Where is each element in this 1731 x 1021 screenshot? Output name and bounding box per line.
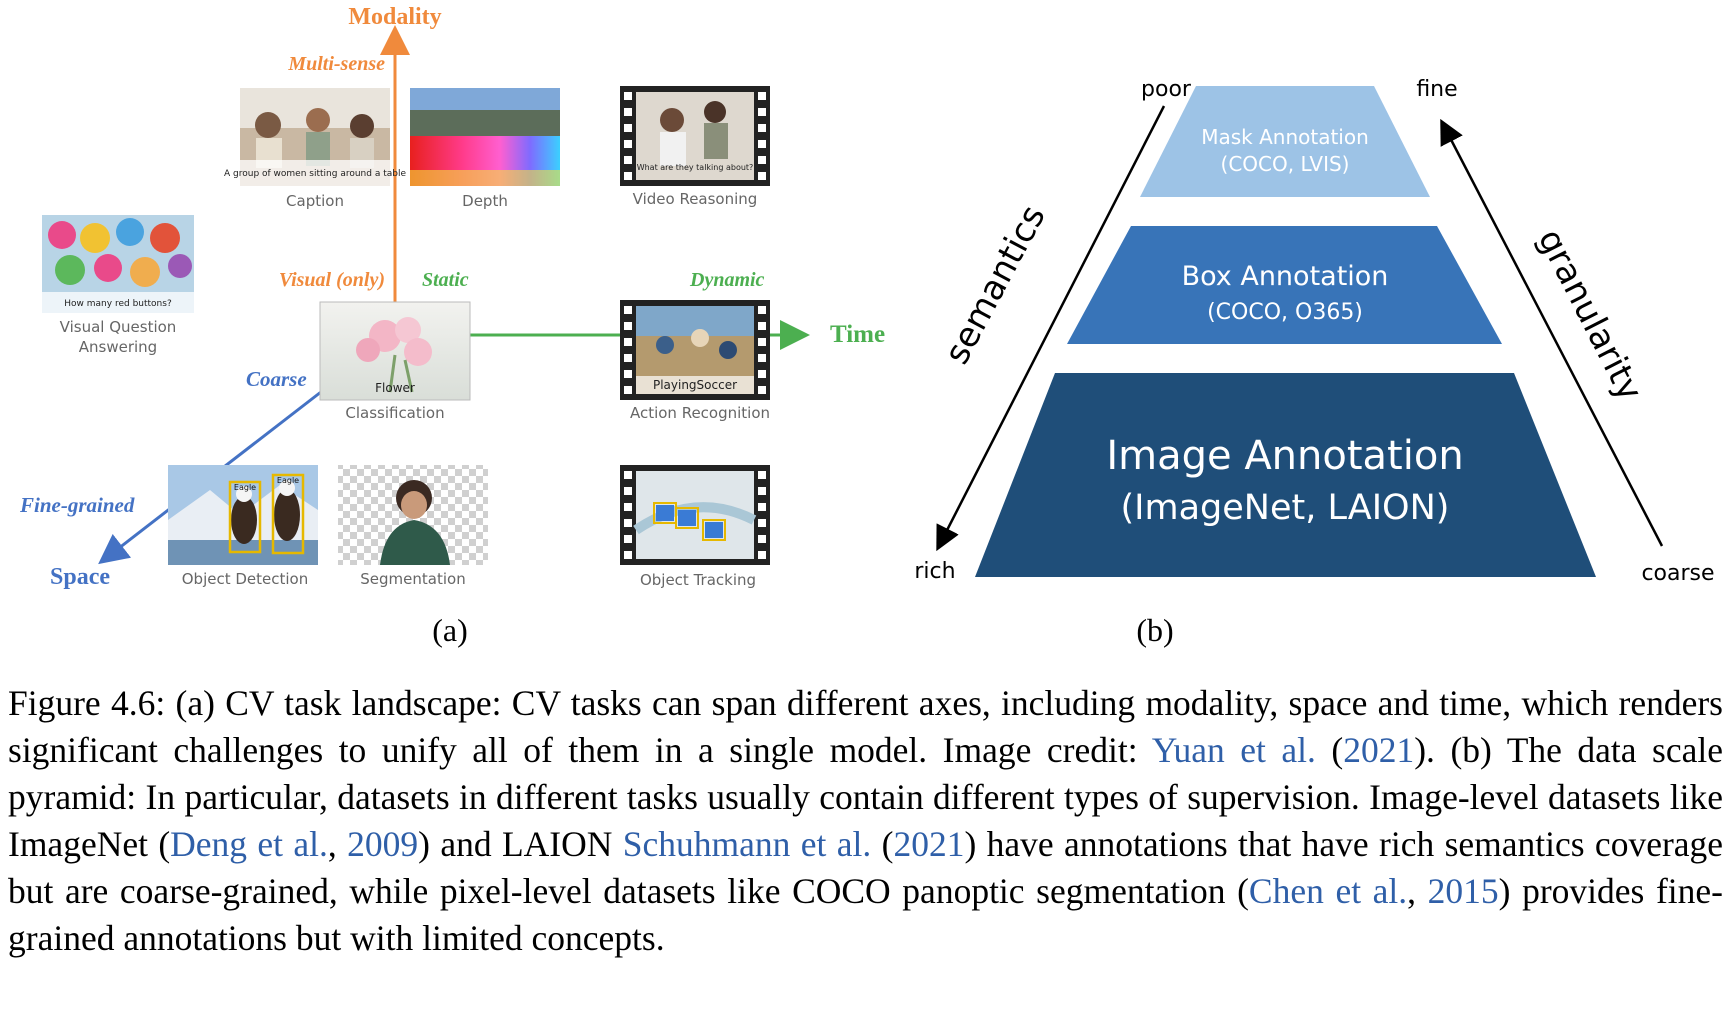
semantics-label: semantics (937, 199, 1054, 371)
caption-text: Figure 4.6: (a) CV task landscape: CV ta… (8, 683, 1723, 770)
caption-thumbnail: A group of women sitting around a table (224, 88, 406, 186)
svg-text:A group of women sitting aroun: A group of women sitting around a table (224, 169, 406, 179)
space-label: Space (50, 564, 110, 590)
image-annotation-datasets: (ImageNet, LAION) (1121, 488, 1450, 528)
granularity-label: granularity (1530, 223, 1650, 407)
citation-year-link[interactable]: 2021 (1343, 730, 1415, 770)
mask-annotation-tier (1140, 86, 1430, 197)
depth-thumbnail (410, 88, 560, 186)
image-annotation-tier (975, 373, 1596, 577)
vqa-task-label-line2: Answering (79, 338, 157, 356)
box-annotation-title: Box Annotation (1182, 261, 1389, 292)
segmentation-thumbnail (338, 465, 488, 565)
semantics-arrow (936, 105, 1166, 552)
image-annotation-title: Image Annotation (1106, 433, 1463, 479)
granularity-arrow (1440, 118, 1664, 547)
citation-year-link[interactable]: 2015 (1427, 871, 1499, 911)
fine-label: fine (1416, 77, 1457, 102)
object-tracking-task-label: Object Tracking (640, 571, 756, 589)
object-detection-task-label: Object Detection (182, 570, 309, 588)
mask-annotation-title: Mask Annotation (1201, 125, 1369, 149)
svg-text:Eagle: Eagle (277, 476, 299, 485)
citation-link[interactable]: Schuhmann et al. (622, 824, 872, 864)
svg-text:Flower: Flower (375, 381, 415, 395)
visual-only-label: Visual (only) (279, 269, 385, 291)
depth-task-label: Depth (462, 192, 508, 210)
citation-year-link[interactable]: 2009 (347, 824, 419, 864)
svg-text:Eagle: Eagle (234, 483, 256, 492)
classification-thumbnail: Flower (319, 301, 471, 401)
citation-link[interactable]: Deng et al. (170, 824, 328, 864)
video-reasoning-task-label: Video Reasoning (633, 190, 758, 208)
box-annotation-datasets: (COCO, O365) (1207, 300, 1363, 325)
video-reasoning-thumbnail: What are they talking about? (620, 86, 770, 186)
svg-text:PlayingSoccer: PlayingSoccer (653, 378, 737, 392)
vqa-thumbnail: How many red buttons? (42, 215, 194, 313)
svg-text:How many red buttons?: How many red buttons? (64, 299, 172, 309)
citation-link[interactable]: Chen et al. (1248, 871, 1408, 911)
panel-b-data-scale-pyramid: Mask Annotation (COCO, LVIS) Box Annotat… (900, 0, 1731, 600)
box-annotation-tier (1067, 226, 1502, 344)
time-label: Time (830, 321, 885, 348)
static-label: Static (422, 269, 469, 291)
object-tracking-thumbnail (620, 465, 770, 565)
action-recognition-task-label: Action Recognition (630, 404, 770, 422)
fine-grained-label: Fine-grained (19, 493, 135, 517)
panel-b-label: (b) (1136, 612, 1174, 648)
segmentation-task-label: Segmentation (360, 570, 465, 588)
citation-link[interactable]: Yuan et al. (1151, 730, 1316, 770)
poor-label: poor (1141, 77, 1192, 102)
multi-sense-label: Multi-sense (287, 53, 385, 75)
dynamic-label: Dynamic (689, 269, 765, 291)
panel-a-task-landscape: Modality Multi-sense Visual (only) Stati… (0, 0, 900, 600)
citation-year-link[interactable]: 2021 (893, 824, 965, 864)
rich-label: rich (914, 559, 955, 584)
action-recognition-thumbnail: PlayingSoccer (620, 300, 770, 400)
object-detection-thumbnail: Eagle Eagle (168, 465, 318, 565)
task-landscape-figure: Modality Multi-sense Visual (only) Stati… (19, 4, 885, 590)
classification-task-label: Classification (345, 404, 444, 422)
figure-caption: Figure 4.6: (a) CV task landscape: CV ta… (8, 683, 1724, 958)
caption-task-label: Caption (286, 192, 344, 210)
svg-text:What are they talking about?: What are they talking about? (637, 163, 754, 172)
modality-label: Modality (348, 4, 441, 30)
mask-annotation-datasets: (COCO, LVIS) (1221, 152, 1350, 176)
coarse-corner-label: coarse (1641, 561, 1714, 586)
vqa-task-label-line1: Visual Question (60, 318, 177, 336)
coarse-label: Coarse (246, 367, 307, 391)
data-scale-pyramid-figure: Mask Annotation (COCO, LVIS) Box Annotat… (914, 77, 1714, 586)
panel-a-label: (a) (432, 612, 468, 648)
